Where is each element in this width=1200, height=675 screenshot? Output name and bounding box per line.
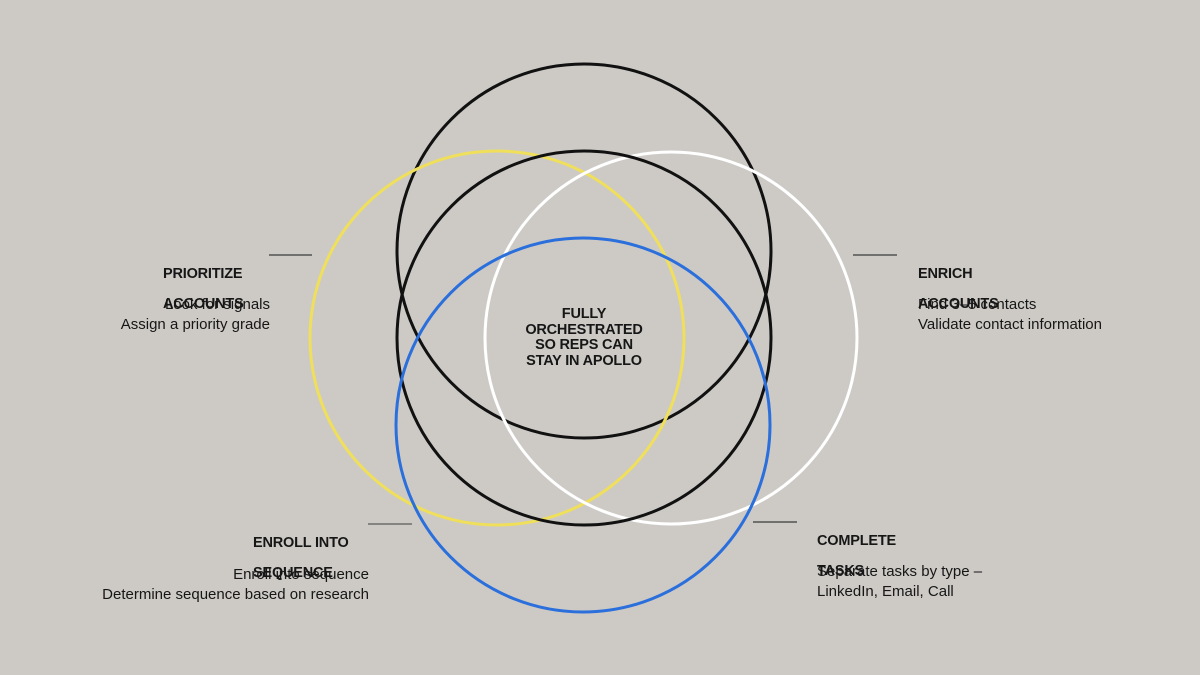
complete-items: Separate tasks by type – LinkedIn, Email… bbox=[817, 562, 982, 601]
enrich-items: Find 3–5 contacts Validate contact infor… bbox=[918, 295, 1102, 334]
blue-circle bbox=[394, 236, 772, 614]
white-circle bbox=[483, 150, 859, 526]
list-item: Assign a priority grade bbox=[120, 315, 270, 333]
heading-line: ACCOUNTS bbox=[163, 296, 244, 312]
yellow-circle bbox=[308, 149, 686, 527]
center-label-line: STAY IN APOLLO bbox=[526, 352, 642, 369]
heading-line: COMPLETE bbox=[817, 533, 896, 549]
list-item: Look for signals bbox=[164, 296, 270, 313]
enroll-items: Enroll into sequence Determine sequence … bbox=[102, 565, 369, 604]
center-label-line: FULLY bbox=[561, 306, 607, 322]
heading-line: PRIORITIZE bbox=[163, 266, 243, 282]
heading-line: ENRICH bbox=[918, 266, 973, 282]
center-label: FULLY ORCHESTRATED SO REPS CAN STAY IN A… bbox=[484, 306, 684, 369]
heading-line: ENROLL INTO bbox=[253, 535, 349, 551]
list-item: LinkedIn, Email, Call bbox=[817, 582, 954, 600]
list-item: Find 3–5 contacts bbox=[918, 296, 1037, 313]
heading-line: SEQUENCE bbox=[253, 565, 333, 581]
middle-black-circle bbox=[395, 149, 773, 527]
enrich-heading: ENRICH ACCOUNTS bbox=[918, 252, 999, 327]
prioritize-heading: PRIORITIZE ACCOUNTS bbox=[163, 252, 244, 327]
heading-line: TASKS bbox=[817, 563, 865, 579]
heading-line: ACCOUNTS bbox=[918, 296, 999, 312]
top-black-circle bbox=[395, 62, 773, 440]
center-label-line: SO REPS CAN bbox=[535, 337, 633, 353]
prioritize-items: Look for signals Assign a priority grade bbox=[121, 295, 270, 334]
list-item: Determine sequence based on research bbox=[102, 585, 369, 603]
complete-heading: COMPLETE TASKS bbox=[817, 519, 896, 594]
list-item: Separate tasks by type – bbox=[817, 563, 983, 580]
list-item: Enroll into sequence bbox=[233, 566, 369, 583]
center-label-line: ORCHESTRATED bbox=[525, 321, 643, 338]
list-item: Validate contact information bbox=[918, 315, 1102, 333]
enroll-heading: ENROLL INTO SEQUENCE bbox=[253, 521, 349, 596]
